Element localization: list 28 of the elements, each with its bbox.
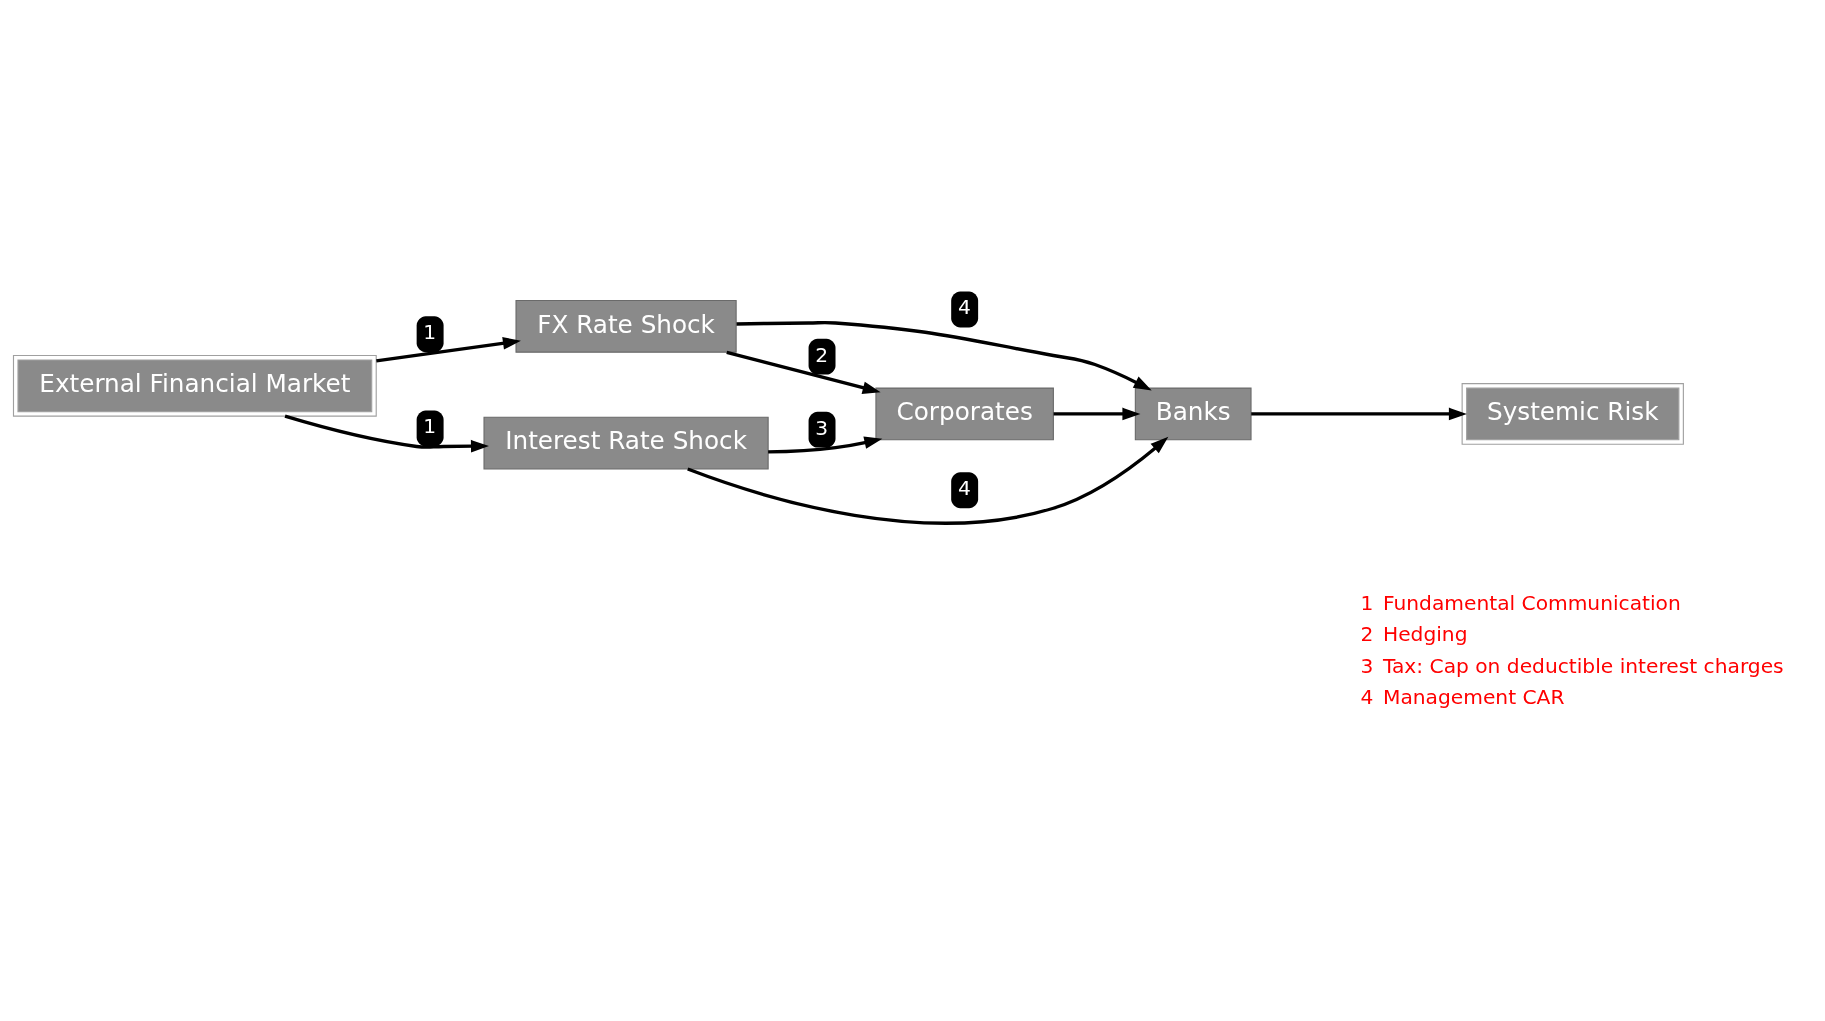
arrow <box>686 436 1168 525</box>
node-box: FX Rate Shock <box>514 299 737 353</box>
label: 3 <box>1360 653 1373 678</box>
arrow <box>736 320 1152 391</box>
arrow <box>725 350 881 394</box>
edge-label: 3 <box>814 415 828 440</box>
label: 2 <box>1360 622 1373 647</box>
arrow <box>1053 407 1140 421</box>
label: Tax: Cap on deductible interest charges <box>1382 653 1784 678</box>
label: Fundamental Communication <box>1382 590 1681 615</box>
label: 1 <box>1360 590 1373 615</box>
arrow <box>1250 407 1467 421</box>
node-box: Banks <box>1134 387 1252 441</box>
node-box: External Financial Market <box>12 354 377 417</box>
edge-label: 4 <box>957 295 971 320</box>
edge-label: 2 <box>814 342 828 367</box>
arrow <box>284 414 489 453</box>
edge-label: 4 <box>957 476 971 501</box>
arrow <box>375 337 521 363</box>
node-box: Interest Rate Shock <box>482 416 769 470</box>
label: Management CAR <box>1382 685 1564 710</box>
label: Hedging <box>1382 622 1467 647</box>
node-box: Systemic Risk <box>1461 383 1684 445</box>
edge-label: 1 <box>422 320 436 345</box>
edge-label: 1 <box>422 414 436 439</box>
label: 4 <box>1360 685 1373 710</box>
node-box: Corporates <box>874 387 1054 441</box>
arrow <box>767 436 882 454</box>
